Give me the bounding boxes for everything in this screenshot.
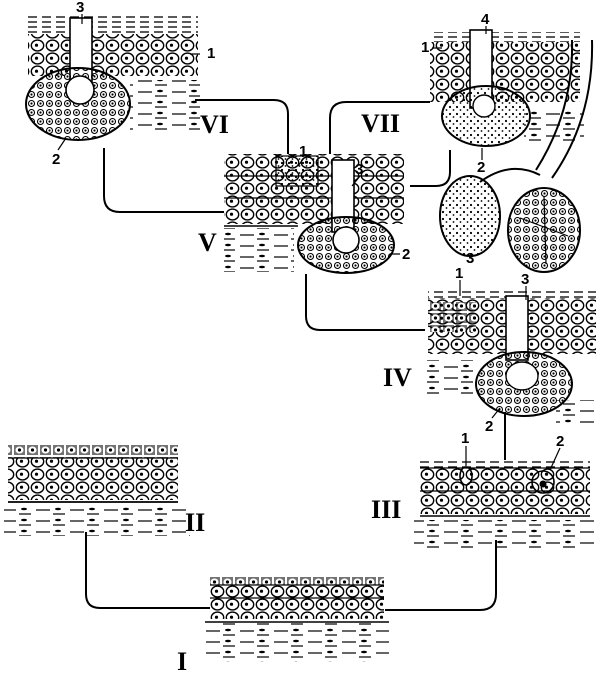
connector-iv-v: [306, 274, 425, 330]
connector-i-ii: [86, 532, 210, 608]
stage-label-vi: VI: [200, 110, 229, 139]
callout-vi-2: 2: [52, 151, 60, 168]
connector-vi-v: [104, 148, 224, 212]
callout-iv-3: 3: [521, 271, 529, 288]
callout-vi-3: 3: [76, 0, 84, 16]
stage-label-iv: IV: [383, 363, 412, 392]
stage-iii-tissue: [414, 458, 594, 548]
callout-vii-2: 2: [477, 159, 485, 176]
callout-vi-1: 1: [207, 45, 215, 62]
callout-iv-2: 2: [485, 418, 493, 435]
callout-v-3: 3: [355, 161, 363, 178]
stage-label-ii: II: [185, 508, 205, 537]
callout-vii-4: 4: [481, 11, 490, 28]
stage-ii-tissue: [4, 445, 190, 536]
connector-v-vii-bottom: [410, 150, 450, 186]
stage-vii-tissue: [430, 30, 592, 272]
stage-label-i: I: [177, 647, 187, 676]
stage-label-v: V: [198, 228, 217, 257]
callout-iii-1: 1: [461, 430, 469, 447]
callout-vii-3: 3: [466, 250, 474, 267]
stage-label-iii: III: [371, 495, 401, 524]
stage-iv-tissue: [424, 288, 596, 424]
connector-i-iii: [385, 540, 496, 610]
callout-v-2: 2: [402, 246, 410, 263]
stage-label-vii: VII: [361, 109, 400, 138]
stage-v-tissue: [224, 154, 404, 273]
stage-vi-tissue: [26, 14, 200, 140]
callout-vii-1: 1: [421, 39, 429, 56]
callout-iii-2: 2: [556, 433, 564, 450]
callout-iv-1: 1: [455, 265, 463, 282]
callout-v-1: 1: [299, 143, 307, 160]
stage-i-tissue: [205, 575, 389, 662]
